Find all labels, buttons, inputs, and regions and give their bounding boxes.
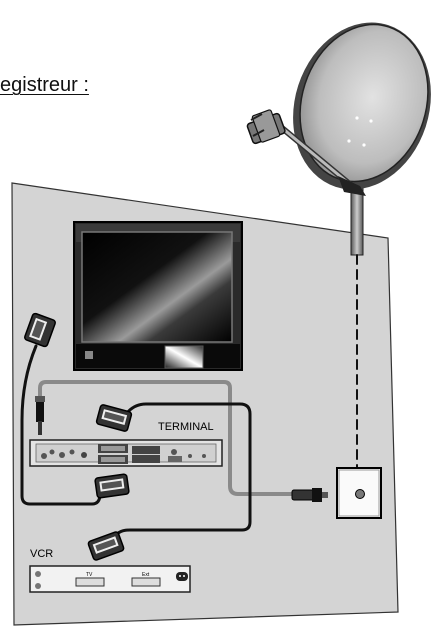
video-recorder-icon: VCR TV Ext xyxy=(29,548,191,593)
terminal-label: TERMINAL xyxy=(158,421,214,433)
dish-reflector xyxy=(299,23,429,183)
rca-plug-icon xyxy=(35,396,45,435)
vcr-port-ext-label: Ext xyxy=(142,572,150,578)
satellite-dish-icon xyxy=(246,22,431,256)
tv-scart-cable xyxy=(20,344,102,506)
vcr-power-socket xyxy=(176,572,188,581)
vcr-label: VCR xyxy=(30,548,53,560)
vcr-led xyxy=(35,571,41,577)
tv-screen xyxy=(81,231,233,343)
dish-arm xyxy=(281,126,353,188)
tv-front-flap xyxy=(164,345,204,369)
scart-plug-icon xyxy=(95,404,133,432)
vcr-scart-cable xyxy=(112,402,252,540)
coax-plug-icon xyxy=(291,488,328,502)
dish-bolt xyxy=(355,116,359,120)
terminal-rear-connectors xyxy=(41,444,206,464)
coax-wall-socket-icon xyxy=(336,467,382,519)
section-heading: egistreur : xyxy=(0,74,89,96)
coax-cable xyxy=(38,380,294,496)
scart-plug-icon xyxy=(94,473,130,499)
tv-control-panel xyxy=(76,344,240,368)
vcr-body xyxy=(29,565,191,593)
vcr-led xyxy=(35,583,41,589)
vcr-scart-tv xyxy=(75,577,105,587)
vcr-scart-ext xyxy=(131,577,161,587)
scart-plug-icon xyxy=(87,531,125,561)
television-icon xyxy=(73,221,243,371)
lnb-icon xyxy=(246,109,286,145)
dish-bolt xyxy=(347,139,351,143)
vcr-port-tv-label: TV xyxy=(86,572,93,578)
scart-plug-icon xyxy=(24,312,56,348)
dish-bracket xyxy=(338,176,366,196)
tv-power-led xyxy=(85,351,93,359)
cable-layer xyxy=(20,254,358,540)
dish-bolt xyxy=(369,119,373,123)
dish-bolt xyxy=(362,143,366,147)
satellite-receiver-icon: TERMINAL xyxy=(29,421,223,467)
